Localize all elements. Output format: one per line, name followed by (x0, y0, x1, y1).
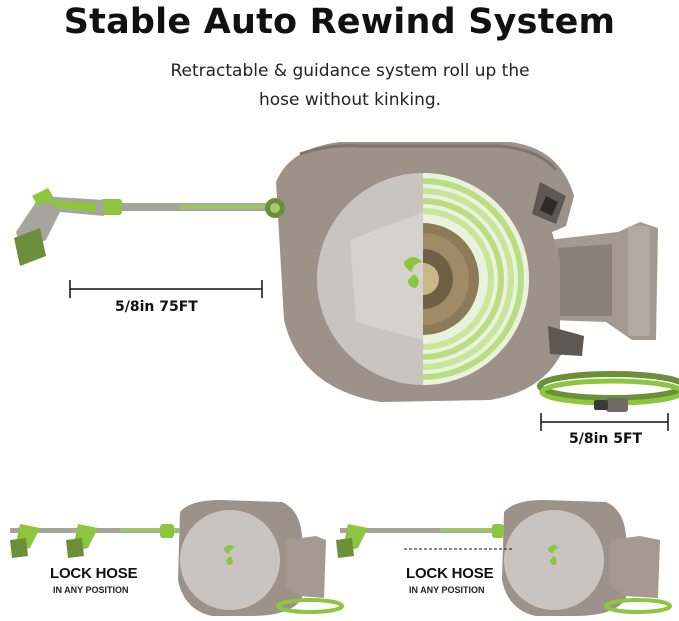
hose-coil-cutaway (423, 173, 529, 385)
hose-length-dimension (69, 280, 263, 298)
subtitle-line-2: hose without kinking. (258, 90, 442, 110)
hose-length-label: 5/8in 75FT (115, 299, 198, 315)
lock-panel-left-title: LOCK HOSE (50, 565, 138, 582)
extended-hose (100, 198, 285, 218)
main-hose-reel (276, 142, 658, 402)
leader-hose-label: 5/8in 5FT (569, 431, 643, 447)
page-title: Stable Auto Rewind System (63, 2, 616, 42)
lock-panel-right-subtitle: IN ANY POSITION (409, 585, 485, 595)
page-subtitle: Retractable & guidance system roll up th… (100, 57, 600, 115)
leader-hose-coil (537, 371, 679, 412)
lock-panel-right-illustration (336, 500, 672, 616)
lock-panel-left-subtitle: IN ANY POSITION (53, 585, 129, 595)
lock-panel-left-illustration (10, 500, 344, 616)
leader-hose-dimension (540, 413, 669, 431)
wall-mount-bracket (548, 222, 658, 340)
brand-logo-icon (404, 257, 422, 288)
spray-nozzle-icon (14, 188, 104, 266)
lock-panel-right-title: LOCK HOSE (406, 565, 494, 582)
subtitle-line-1: Retractable & guidance system roll up th… (170, 61, 530, 81)
